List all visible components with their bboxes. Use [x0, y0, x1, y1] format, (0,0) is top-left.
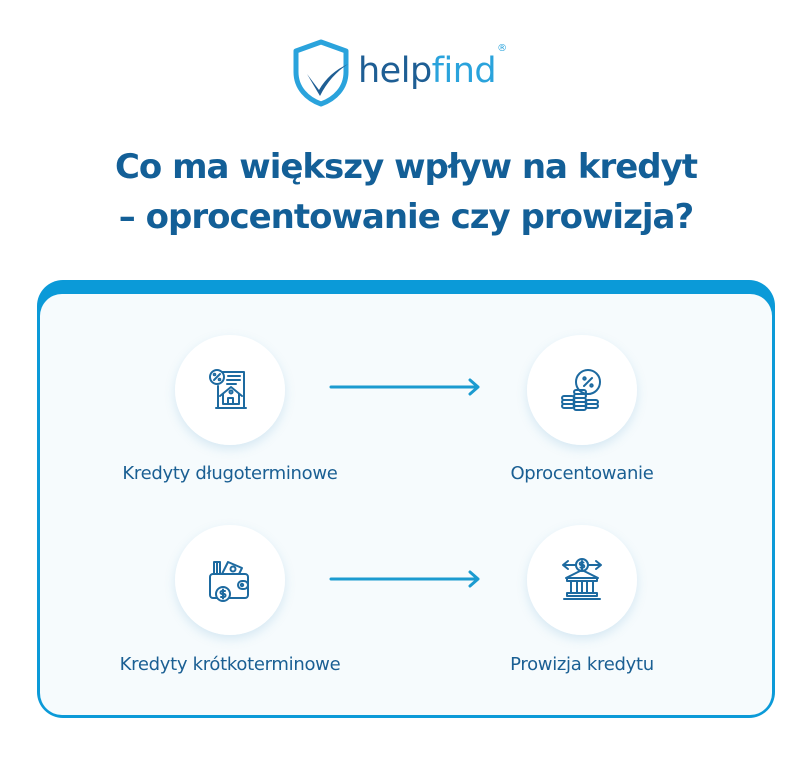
bank-dollar-icon: [562, 558, 602, 600]
house-document-percent-icon: [209, 369, 247, 409]
brand-part-find: find: [431, 51, 497, 91]
long-term-credit-icon-circle: [175, 335, 285, 445]
brand-name: helpfind®: [358, 43, 507, 91]
commission-icon-circle: [527, 525, 637, 635]
arrow-right-icon: [329, 378, 480, 396]
coins-percent-icon: [561, 369, 601, 411]
helpfind-logo: helpfind®: [290, 38, 507, 108]
wallet-cash-icon: [209, 561, 249, 602]
comparison-card: [37, 280, 775, 718]
label-interest: Oprocentowanie: [510, 463, 654, 484]
label-commission: Prowizja kredytu: [510, 654, 654, 675]
brand-part-help: help: [358, 51, 432, 91]
arrow-right-icon: [329, 570, 480, 588]
page-title: Co ma większy wpływ na kredyt – oprocent…: [0, 142, 812, 242]
shield-check-icon: [293, 39, 349, 107]
title-line-1: Co ma większy wpływ na kredyt: [114, 147, 698, 187]
card-body: [40, 294, 772, 715]
label-short-term-credit: Kredyty krótkoterminowe: [119, 654, 341, 675]
label-long-term-credit: Kredyty długoterminowe: [122, 463, 338, 484]
short-term-credit-icon-circle: [175, 525, 285, 635]
interest-icon-circle: [527, 335, 637, 445]
title-line-2: – oprocentowanie czy prowizja?: [118, 197, 694, 237]
registered-mark: ®: [497, 43, 507, 54]
